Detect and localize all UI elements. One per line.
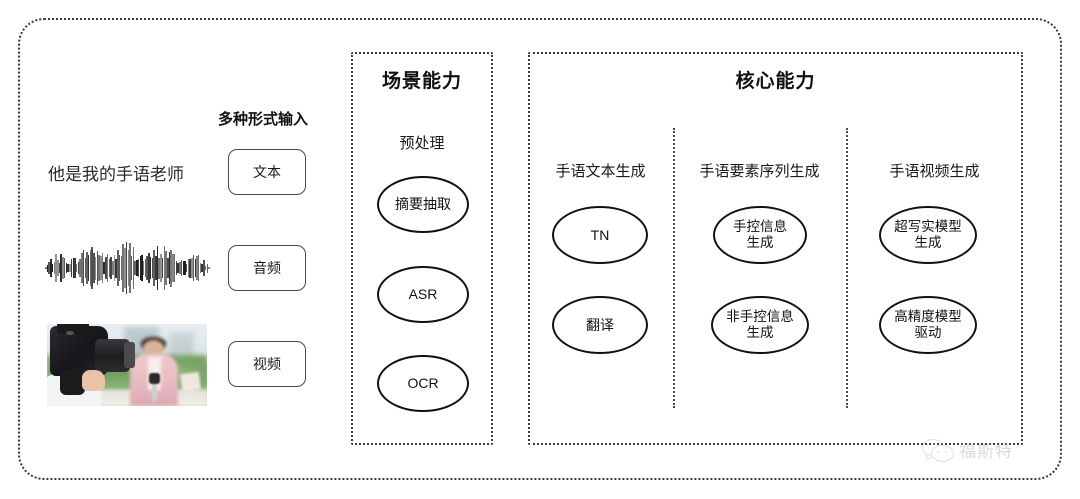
core-node-tn[interactable]: TN bbox=[552, 206, 648, 264]
core-column-divider-2 bbox=[846, 128, 848, 408]
core-capability-title: 核心能力 bbox=[735, 71, 816, 92]
core-node-translation[interactable]: 翻译 bbox=[552, 296, 648, 354]
modality-chip-audio[interactable]: 音频 bbox=[228, 245, 306, 291]
wechat-bubble-icon bbox=[922, 438, 954, 462]
core-column-label-sign-text-generation: 手语文本生成 bbox=[555, 163, 646, 180]
core-column-label-sign-video-generation: 手语视频生成 bbox=[889, 163, 980, 180]
modality-chip-text[interactable]: 文本 bbox=[228, 149, 306, 195]
core-node-photorealistic-model-generation[interactable]: 超写实模型 生成 bbox=[879, 206, 977, 264]
scene-node-summary-extraction[interactable]: 摘要抽取 bbox=[377, 176, 469, 233]
watermark-text: 福斯特 bbox=[959, 442, 1013, 461]
input-section-heading: 多种形式输入 bbox=[218, 111, 309, 128]
core-node-manual-signal-generation[interactable]: 手控信息 生成 bbox=[713, 206, 807, 264]
scene-node-asr[interactable]: ASR bbox=[377, 266, 469, 323]
core-column-divider-1 bbox=[673, 128, 675, 408]
core-capability-box bbox=[528, 52, 1023, 445]
scene-capability-group-label: 预处理 bbox=[399, 135, 445, 152]
outer-frame bbox=[18, 18, 1062, 480]
video-thumbnail-icon bbox=[47, 324, 207, 406]
scene-node-ocr[interactable]: OCR bbox=[377, 355, 469, 412]
core-node-non-manual-signal-generation[interactable]: 非手控信息 生成 bbox=[711, 296, 809, 354]
scene-capability-box bbox=[351, 52, 493, 445]
modality-chip-video[interactable]: 视频 bbox=[228, 341, 306, 387]
core-node-high-precision-model-driving[interactable]: 高精度模型 驱动 bbox=[879, 296, 977, 354]
input-sample-sentence: 他是我的手语老师 bbox=[48, 165, 184, 184]
scene-capability-title: 场景能力 bbox=[381, 71, 462, 92]
watermark: 福斯特 bbox=[922, 437, 1013, 462]
waveform-icon bbox=[45, 238, 211, 298]
core-column-label-sign-element-sequence-generation: 手语要素序列生成 bbox=[699, 163, 820, 180]
